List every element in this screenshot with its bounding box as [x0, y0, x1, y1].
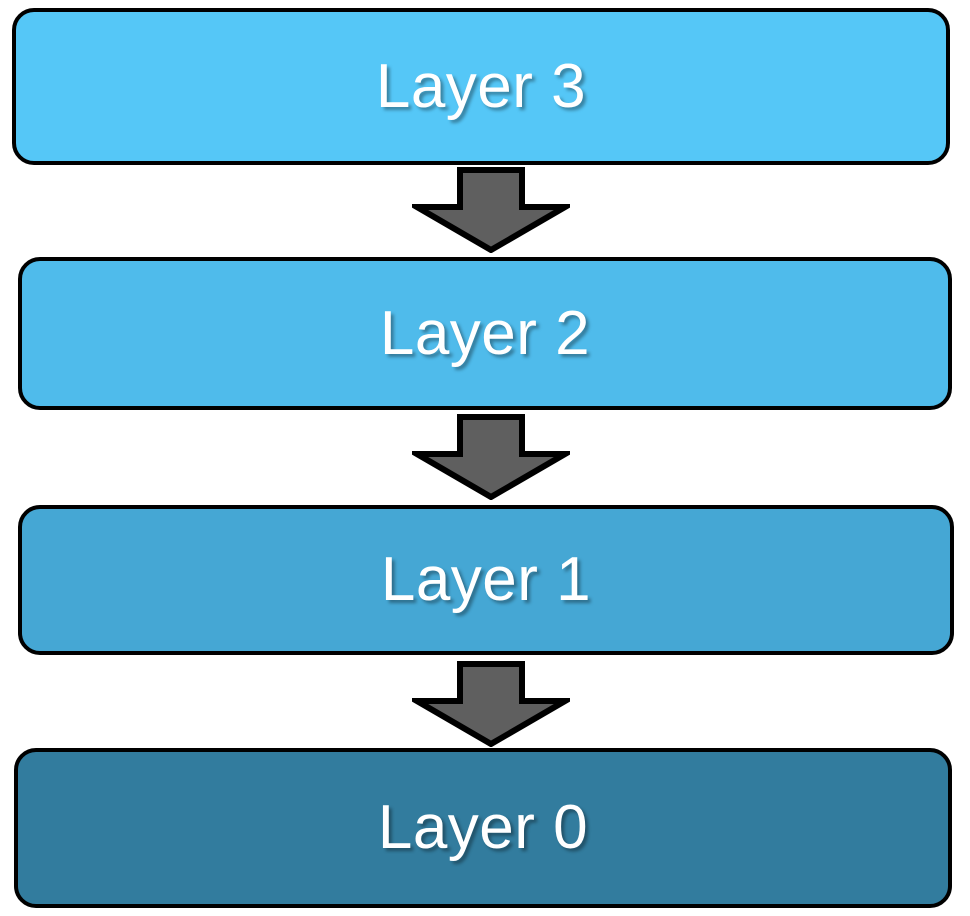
layer-box-label-layer-1: Layer 1: [380, 545, 592, 614]
layer-box-layer-0[interactable]: Layer 0: [14, 748, 952, 908]
layer-box-label-layer-3: Layer 3: [375, 51, 587, 121]
layer-box-layer-2[interactable]: Layer 2: [18, 257, 952, 410]
arrow-down-layer-3-to-layer-2: [412, 167, 570, 253]
arrow-down-layer-2-to-layer-1: [412, 414, 570, 500]
layer-box-layer-3[interactable]: Layer 3: [12, 8, 950, 165]
layer-box-label-layer-2: Layer 2: [379, 298, 591, 368]
arrow-down-layer-1-to-layer-0: [412, 661, 570, 747]
layer-box-layer-1[interactable]: Layer 1: [18, 505, 954, 655]
arrow-down-icon: [412, 661, 570, 747]
layer-box-label-layer-0: Layer 0: [377, 793, 589, 862]
arrow-down-icon: [412, 167, 570, 253]
arrow-down-icon: [412, 414, 570, 500]
